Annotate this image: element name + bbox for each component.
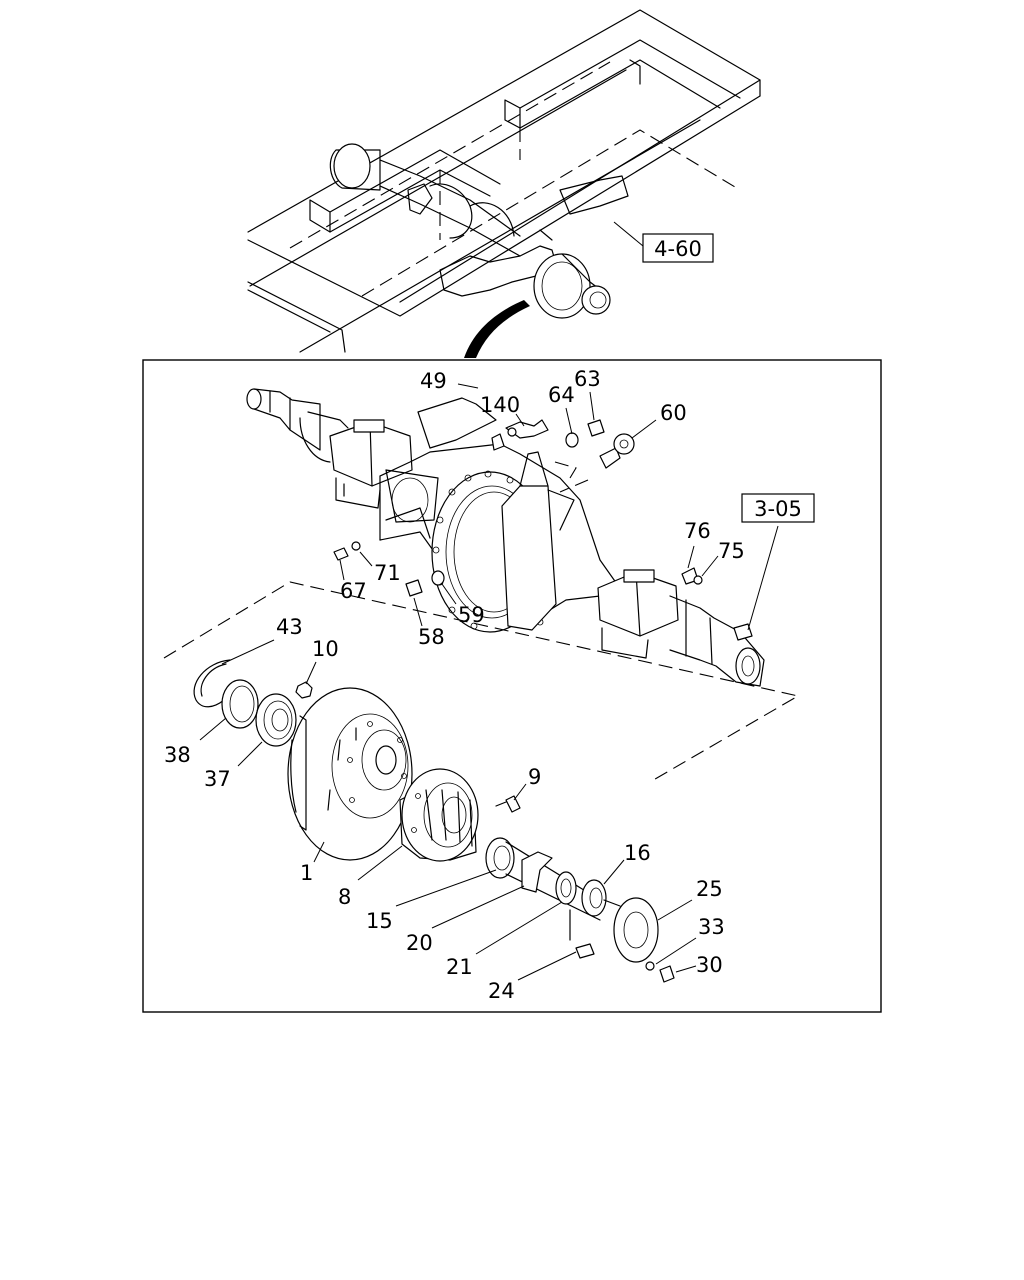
callout-38: 38	[164, 743, 191, 767]
callout-8: 8	[338, 885, 351, 909]
callout-75: 75	[718, 539, 745, 563]
callout-59: 59	[458, 603, 485, 627]
callout-140: 140	[480, 393, 520, 417]
callout-76: 76	[684, 519, 711, 543]
leader-lines	[199, 383, 779, 981]
callout-15: 15	[366, 909, 393, 933]
callout-64: 64	[548, 383, 575, 407]
reference-box-4-60: 4-60	[642, 233, 714, 263]
detail-frame	[142, 359, 882, 1013]
exploded-axis-outline	[163, 581, 800, 783]
reference-label-3-05: 3-05	[754, 497, 802, 521]
chassis-overview	[247, 9, 761, 358]
callout-30: 30	[696, 953, 723, 977]
callout-33: 33	[698, 915, 725, 939]
callout-63: 63	[574, 367, 601, 391]
callout-43: 43	[276, 615, 303, 639]
callout-71: 71	[374, 561, 401, 585]
callout-49: 49	[420, 369, 447, 393]
callout-10: 10	[312, 637, 339, 661]
reference-label-4-60: 4-60	[654, 237, 702, 261]
callout-1: 1	[300, 861, 313, 885]
callout-67: 67	[340, 579, 367, 603]
callout-25: 25	[696, 877, 723, 901]
callout-21: 21	[446, 955, 473, 979]
callout-58: 58	[418, 625, 445, 649]
callout-20: 20	[406, 931, 433, 955]
housing-hardware	[333, 419, 753, 641]
reference-box-3-05: 3-05	[741, 493, 815, 523]
callout-16: 16	[624, 841, 651, 865]
hub-assembly	[193, 659, 675, 983]
callout-37: 37	[204, 767, 231, 791]
axle-housing	[246, 388, 765, 687]
callout-24: 24	[488, 979, 515, 1003]
callout-60: 60	[660, 401, 687, 425]
callout-labels: 49 140 64 63 60 76 75 67 71 59 58 43 10 …	[164, 367, 745, 1003]
callout-9: 9	[528, 765, 541, 789]
